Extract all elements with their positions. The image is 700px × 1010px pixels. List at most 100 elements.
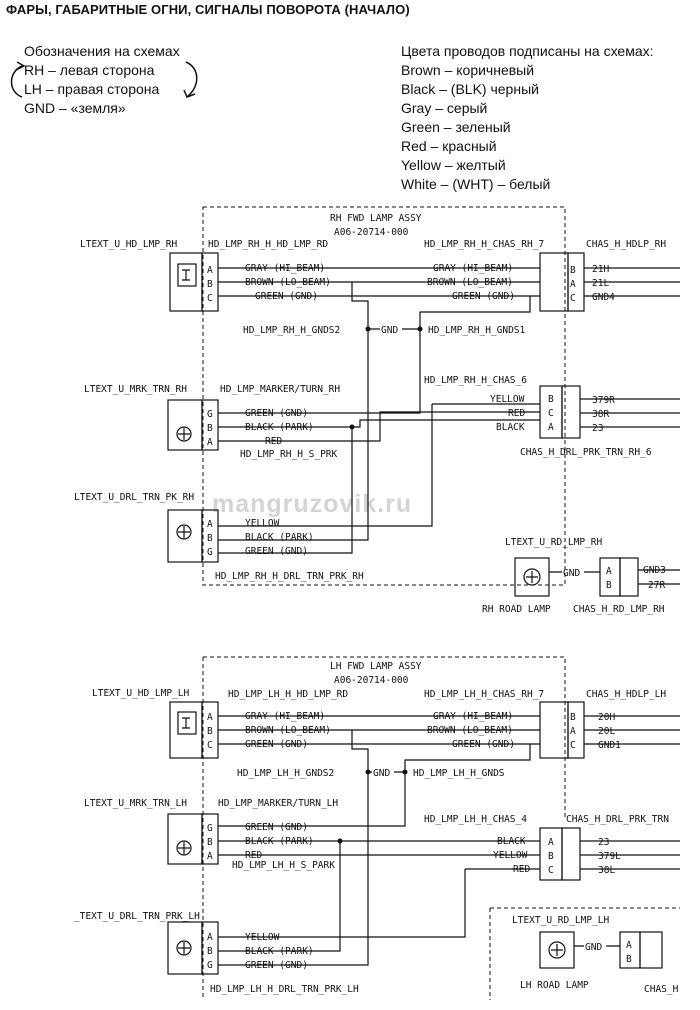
lh-lamp-assembly: LH FWD LAMP ASSY A06-20714-000 LTEXT_U_H…	[74, 656, 680, 1000]
rh-prk-connector	[201, 509, 219, 563]
rh-assy-title: RH FWD LAMP ASSY	[330, 213, 422, 224]
lh-chas4-label: HD_LMP_LH_H_CHAS_4	[424, 814, 527, 825]
rh-drl-out-23: 23	[592, 423, 603, 434]
lh-hd-label: LTEXT_U_HD_LMP_LH	[92, 688, 190, 699]
wire-color-legend: Цвета проводов подписаны на схемах: Brow…	[401, 42, 654, 194]
lh-rd-label: LTEXT_U_RD_LMP_LH	[512, 915, 610, 926]
rh-prk-wire-yellow: YELLOW	[245, 518, 280, 529]
rh-mrk-wire-green: GREEN (GND)	[245, 408, 308, 419]
rh-drl-conn: CHAS_H_DRL_PRK_TRN_RH_6	[520, 447, 652, 458]
rh-hd-wire-green: GREEN (GND)	[255, 291, 318, 302]
lh-rd-pin-b: B	[626, 954, 632, 965]
rh-prk-pin-g: G	[207, 547, 213, 558]
rh-hd-harness: HD_LMP_RH_H_HD_LMP_RD	[208, 239, 328, 250]
colors-title: Цвета проводов подписаны на схемах:	[401, 43, 654, 59]
lh-chas-harness: HD_LMP_LH_H_CHAS_RH_7	[424, 689, 544, 700]
lh-gnd-right-label: HD_LMP_LH_H_GNDS	[413, 768, 505, 779]
rh-chas-conn: CHAS_H_HDLP_RH	[586, 239, 666, 250]
rh-hd-wire-brown: BROWN (LO_BEAM)	[245, 277, 331, 288]
legend-gnd: GND – «земля»	[24, 100, 126, 116]
lh-mrk-wire-black: BLACK (PARK)	[245, 836, 314, 847]
rh-hd-pin-a: A	[207, 265, 213, 276]
rh-chas-harness: HD_LMP_RH_H_CHAS_RH_7	[424, 239, 544, 250]
lh-prk-wire-yellow: YELLOW	[245, 932, 280, 943]
rh-rd-conn: CHAS_H_RD_LMP_RH	[573, 604, 665, 615]
lh-chas-conn: CHAS_H_HDLP_LH	[586, 689, 666, 700]
lh-chas-wire-gray: GRAY (HI_BEAM)	[433, 711, 513, 722]
lh-hd-wire-gray: GRAY (HI_BEAM)	[245, 711, 325, 722]
color-black: Black – (BLK) черный	[401, 81, 539, 97]
rh-chas-connector	[539, 252, 569, 312]
rh-hd-pin-c: C	[207, 293, 213, 304]
lh-prk-pin-g: G	[207, 960, 213, 971]
watermark: mangruzovik.ru	[212, 490, 413, 518]
lh-gnd-label: GND	[373, 768, 390, 779]
rh-rd-out-gnd3: GND3	[643, 565, 666, 576]
rh-prk-harness: HD_LMP_RH_H_DRL_TRN_PRK_RH	[215, 571, 364, 582]
legend-title: Обозначения на схемах	[24, 43, 180, 59]
color-gray: Gray – серый	[401, 100, 488, 116]
lh-prk-label: _TEXT_U_DRL_TRN_PRK_LH	[74, 911, 200, 922]
lh-chas-pin-c: C	[570, 740, 576, 751]
rh-chas-out-21l: 21L	[592, 278, 609, 289]
lh-mrk-wire-red: RED	[245, 850, 262, 861]
rh-lamp-assembly: RH FWD LAMP ASSY A06-20714-000 LTEXT_U_H…	[74, 206, 680, 586]
rh-rd-label: LTEXT_U_RD_LMP_RH	[505, 537, 603, 548]
rh-prk-pin-a: A	[207, 519, 213, 530]
rh-chas6-label: HD_LMP_RH_H_CHAS_6	[424, 375, 527, 386]
lh-hd-harness: HD_LMP_LH_H_HD_LMP_RD	[228, 689, 348, 700]
lh-prk-wire-black: BLACK (PARK)	[245, 946, 314, 957]
rh-mrk-harness: HD_LMP_MARKER/TURN_RH	[220, 384, 340, 395]
lh-chas-out-20l: 20L	[598, 726, 615, 737]
lh-mrk-label: LTEXT_U_MRK_TRN_LH	[84, 798, 187, 809]
lh-drl-conn: CHAS_H_DRL_PRK_TRN	[566, 814, 669, 825]
rh-mrk-wire-black: BLACK (PARK)	[245, 422, 314, 433]
rh-road-lamp: LTEXT_U_RD_LMP_RH GND A B GND3 27R RH RO…	[482, 537, 680, 615]
rh-chas-wire-brown: BROWN (LO_BEAM)	[427, 277, 513, 288]
color-yellow: Yellow – желтый	[401, 157, 506, 173]
legend-lh: LH – правая сторона	[24, 81, 160, 97]
rh-hd-pin-b: B	[207, 279, 213, 290]
rh-prk-wire-black: BLACK (PARK)	[245, 532, 314, 543]
lh-drl-out-23: 23	[598, 837, 609, 848]
rh-gnd-right-label: HD_LMP_RH_H_GNDS1	[428, 325, 526, 336]
lh-chas-out-gnd1: GND1	[598, 740, 621, 751]
rh-rd-pin-b: B	[606, 580, 612, 591]
rh-rd-gnd: GND	[563, 568, 580, 579]
lh-mrk-pin-b: B	[207, 837, 213, 848]
rh-mrk-label: LTEXT_U_MRK_TRN_RH	[84, 384, 187, 395]
rh-s-prk-label: HD_LMP_RH_H_S_PRK	[240, 449, 338, 460]
lh-chas-connector	[539, 701, 569, 759]
rh-drl-wire-black: BLACK	[496, 422, 525, 433]
rh-assy-part: A06-20714-000	[334, 227, 409, 238]
rh-chas-pin-c: C	[570, 293, 576, 304]
rh-rd-pin-a: A	[606, 566, 612, 577]
lh-mrk-connector	[201, 813, 219, 865]
rh-drl-pin-c: C	[548, 408, 554, 419]
rh-drl-pin-b: B	[548, 394, 554, 405]
lh-chas-pin-a: A	[570, 726, 576, 737]
rh-rd-out-27r: 27R	[648, 580, 665, 591]
lh-hd-wire-green: GREEN (GND)	[245, 739, 308, 750]
rh-hd-label: LTEXT_U_HD_LMP_RH	[80, 239, 178, 250]
rh-hd-wire-gray: GRAY (HI_BEAM)	[245, 263, 325, 274]
lh-prk-connector	[201, 921, 219, 975]
rh-chas-pin-a: A	[570, 279, 576, 290]
lh-drl-pin-c: C	[548, 865, 554, 876]
lh-assy-title: LH FWD LAMP ASSY	[330, 661, 422, 672]
lh-mrk-harness: HD_LMP_MARKER/TURN_LH	[218, 798, 338, 809]
lh-prk-harness: HD_LMP_LH_H_DRL_TRN_PRK_LH	[210, 984, 359, 995]
lh-assy-part: A06-20714-000	[334, 675, 409, 686]
lh-headlamp-icon	[169, 701, 203, 759]
rh-chas-out-gnd4: GND4	[592, 292, 615, 303]
lh-hd-pin-a: A	[207, 712, 213, 723]
lh-rd-conn: CHAS_H	[644, 984, 679, 995]
lh-road-lamp-icon	[539, 931, 575, 969]
rh-road-lamp-icon	[514, 557, 550, 597]
rh-park-lamp-icon	[167, 509, 203, 563]
page-heading: ФАРЫ, ГАБАРИТНЫЕ ОГНИ, СИГНАЛЫ ПОВОРОТА …	[6, 2, 410, 17]
lh-drl-out-38l: 38L	[598, 865, 615, 876]
lh-hd-pin-c: C	[207, 740, 213, 751]
rh-chas-pin-b: B	[570, 265, 576, 276]
